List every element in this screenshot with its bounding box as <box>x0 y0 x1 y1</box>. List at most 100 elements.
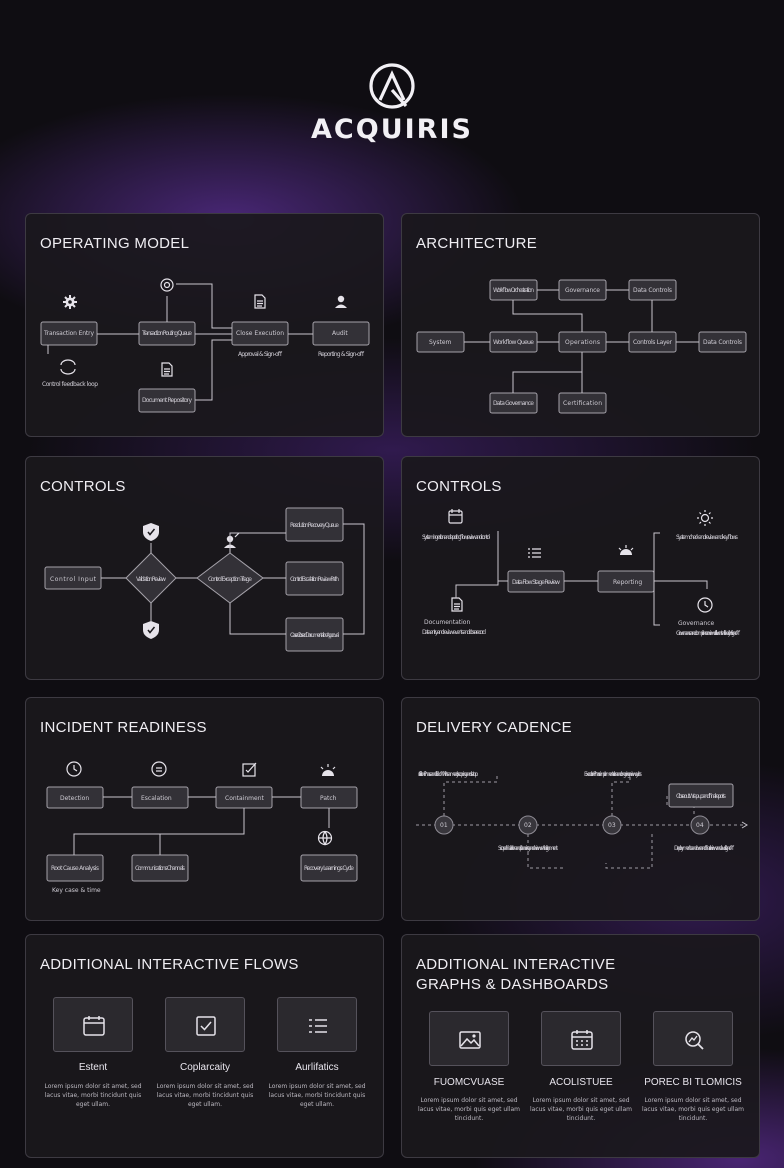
diagram-label: Document Repository <box>142 397 192 404</box>
milestone-marker: 02 <box>518 815 538 835</box>
diagram-label: Transaction Routing Queue <box>141 330 192 337</box>
panel-additional-graphs: ADDITIONAL INTERACTIVE GRAPHS & DASHBOAR… <box>401 934 760 1158</box>
flow-card[interactable] <box>277 997 357 1052</box>
brand-name: ACQUIRIS <box>311 114 473 145</box>
diagram-label: Transaction Entry <box>43 330 94 337</box>
diagram-label: Operations <box>565 339 600 346</box>
flow-card-desc: Lorem ipsum dolor sit amet, sed lacus vi… <box>156 1083 254 1108</box>
shield-check-icon <box>143 621 159 639</box>
milestone-label: 04 <box>696 822 704 829</box>
diagram-label: Approval & Sign-off <box>238 351 283 358</box>
diagram-label: Validation Review <box>136 576 166 583</box>
logo: ACQUIRIS <box>0 62 784 145</box>
controls-a-diagram: Control Input Validation Review Control … <box>44 507 365 652</box>
diagram-label: Governance and compliance review of all … <box>676 630 741 637</box>
graph-card-title: ACOLISTUEE <box>549 1077 613 1088</box>
diagram-label: Data Controls <box>703 339 742 346</box>
diagram-label: Communications Channels <box>135 865 185 872</box>
graph-card-title: POREC BI TLOMICIS <box>644 1077 742 1088</box>
flow-card[interactable] <box>165 997 245 1052</box>
panel-architecture: ARCHITECTURE Workflow Orchestration Gove… <box>401 213 760 437</box>
diagram-label: Data Governance <box>493 400 534 407</box>
diagram-label: Reporting & Sign-off <box>318 351 365 358</box>
user-search-icon <box>224 532 240 548</box>
operating-model-diagram: Transaction Entry Control feedback loop … <box>40 278 370 413</box>
graph-card-desc: Lorem ipsum dolor sit amet, sed lacus vi… <box>417 1097 521 1122</box>
flow-card-desc: Lorem ipsum dolor sit amet, sed lacus vi… <box>268 1083 366 1108</box>
clock-icon <box>697 597 713 613</box>
panel-delivery-cadence: DELIVERY CADENCE 01 02 03 04 Initiation … <box>401 697 760 921</box>
panel-title: OPERATING MODEL <box>40 235 190 252</box>
diagram-label: Governance <box>678 620 715 627</box>
diagram-label: System <box>429 339 452 346</box>
graph-card-desc: Lorem ipsum dolor sit amet, sed lacus vi… <box>641 1097 745 1122</box>
architecture-diagram: Workflow Orchestration Governance Data C… <box>416 279 747 414</box>
controls-b-diagram: System ingestion and reporting flow, rev… <box>422 509 741 637</box>
globe-icon <box>317 830 333 846</box>
panel-title: DELIVERY CADENCE <box>416 719 572 736</box>
diagram-label: Documentation <box>424 619 470 626</box>
panel-controls-a: CONTROLS Control Input Validation Review… <box>25 456 384 680</box>
delivery-timeline: 01 02 03 04 Initiation Phase and kickoff… <box>416 771 748 869</box>
diagram-label: Control Exception Triage <box>208 576 252 583</box>
diagram-label: Patch <box>320 795 337 802</box>
graph-card[interactable] <box>541 1011 621 1066</box>
diagram-label: Workflow Orchestration <box>493 287 534 294</box>
edit-check-icon <box>242 762 257 777</box>
diagram-label: System check and review and key flows <box>676 534 738 541</box>
panel-title: ADDITIONAL INTERACTIVE GRAPHS & DASHBOAR… <box>416 956 616 993</box>
diagram-label: Resolution Recovery Queue <box>290 522 339 529</box>
diagram-label: Data entry and review events and close r… <box>422 629 486 636</box>
milestone-label: 03 <box>608 822 616 829</box>
document-icon <box>161 362 173 377</box>
diagram-label: Audit <box>332 330 348 337</box>
document-icon <box>451 597 463 612</box>
diagram-label: Control Escalation Review Path <box>290 576 339 583</box>
milestone-marker: 03 <box>602 815 622 835</box>
acquiris-logo-icon <box>369 63 415 109</box>
diagram-label: Data Controls <box>633 287 672 294</box>
shield-check-icon <box>143 523 159 541</box>
milestone-label: 02 <box>524 822 532 829</box>
diagram-label: Reporting <box>613 579 642 586</box>
user-icon <box>335 295 347 308</box>
panel-title: ARCHITECTURE <box>416 235 538 252</box>
panel-title: INCIDENT READINESS <box>40 719 207 736</box>
beacon-icon <box>618 545 634 555</box>
calendar-icon <box>448 509 463 524</box>
milestone-label: 01 <box>440 822 448 829</box>
diagram-label: Containment <box>225 795 265 802</box>
graph-card[interactable] <box>429 1011 509 1066</box>
diagram-label: Recovery Learnings Cycle <box>304 865 354 872</box>
panel-additional-flows: ADDITIONAL INTERACTIVE FLOWS Estent Lore… <box>25 934 384 1158</box>
panel-title: CONTROLS <box>40 478 126 495</box>
milestone-marker: 01 <box>434 815 454 835</box>
diagram-label: Case Closed Documentation Approval <box>290 632 340 639</box>
graph-card[interactable] <box>653 1011 733 1066</box>
panel-controls-b: CONTROLS System ingestion and reporting … <box>401 456 760 680</box>
flow-card-desc: Lorem ipsum dolor sit amet, sed lacus vi… <box>44 1083 142 1108</box>
escalation-icon <box>151 761 167 777</box>
diagram-label: Certification <box>563 400 602 407</box>
panel-title: CONTROLS <box>416 478 502 495</box>
diagram-label: Controls Layer <box>633 339 673 346</box>
diagram-label: Close Execution <box>236 330 284 337</box>
flow-card-title: Aurlifatics <box>295 1062 339 1073</box>
list-icon <box>309 1019 327 1033</box>
diagram-label: Workflow Queue <box>493 339 534 346</box>
graph-card-desc: Lorem ipsum dolor sit amet, sed lacus vi… <box>529 1097 633 1122</box>
panel-title: ADDITIONAL INTERACTIVE FLOWS <box>40 956 299 973</box>
sun-icon <box>697 510 713 526</box>
diagram-label: Data Flow Stage Review <box>512 579 560 586</box>
image-icon <box>459 1031 481 1049</box>
diagram-label: Control Input <box>50 576 97 583</box>
analytics-icon <box>685 1031 704 1050</box>
milestone-marker: 04 <box>690 815 710 835</box>
diagram-label: Scope finalization and planning and revi… <box>498 845 559 852</box>
flow-card[interactable] <box>53 997 133 1052</box>
refresh-icon <box>60 359 76 375</box>
checklist-icon <box>196 1016 216 1036</box>
calendar-icon <box>83 1016 105 1036</box>
panel-incident-readiness: INCIDENT READINESS Detection Escalation … <box>25 697 384 921</box>
diagram-label: Control feedback loop <box>42 381 98 388</box>
